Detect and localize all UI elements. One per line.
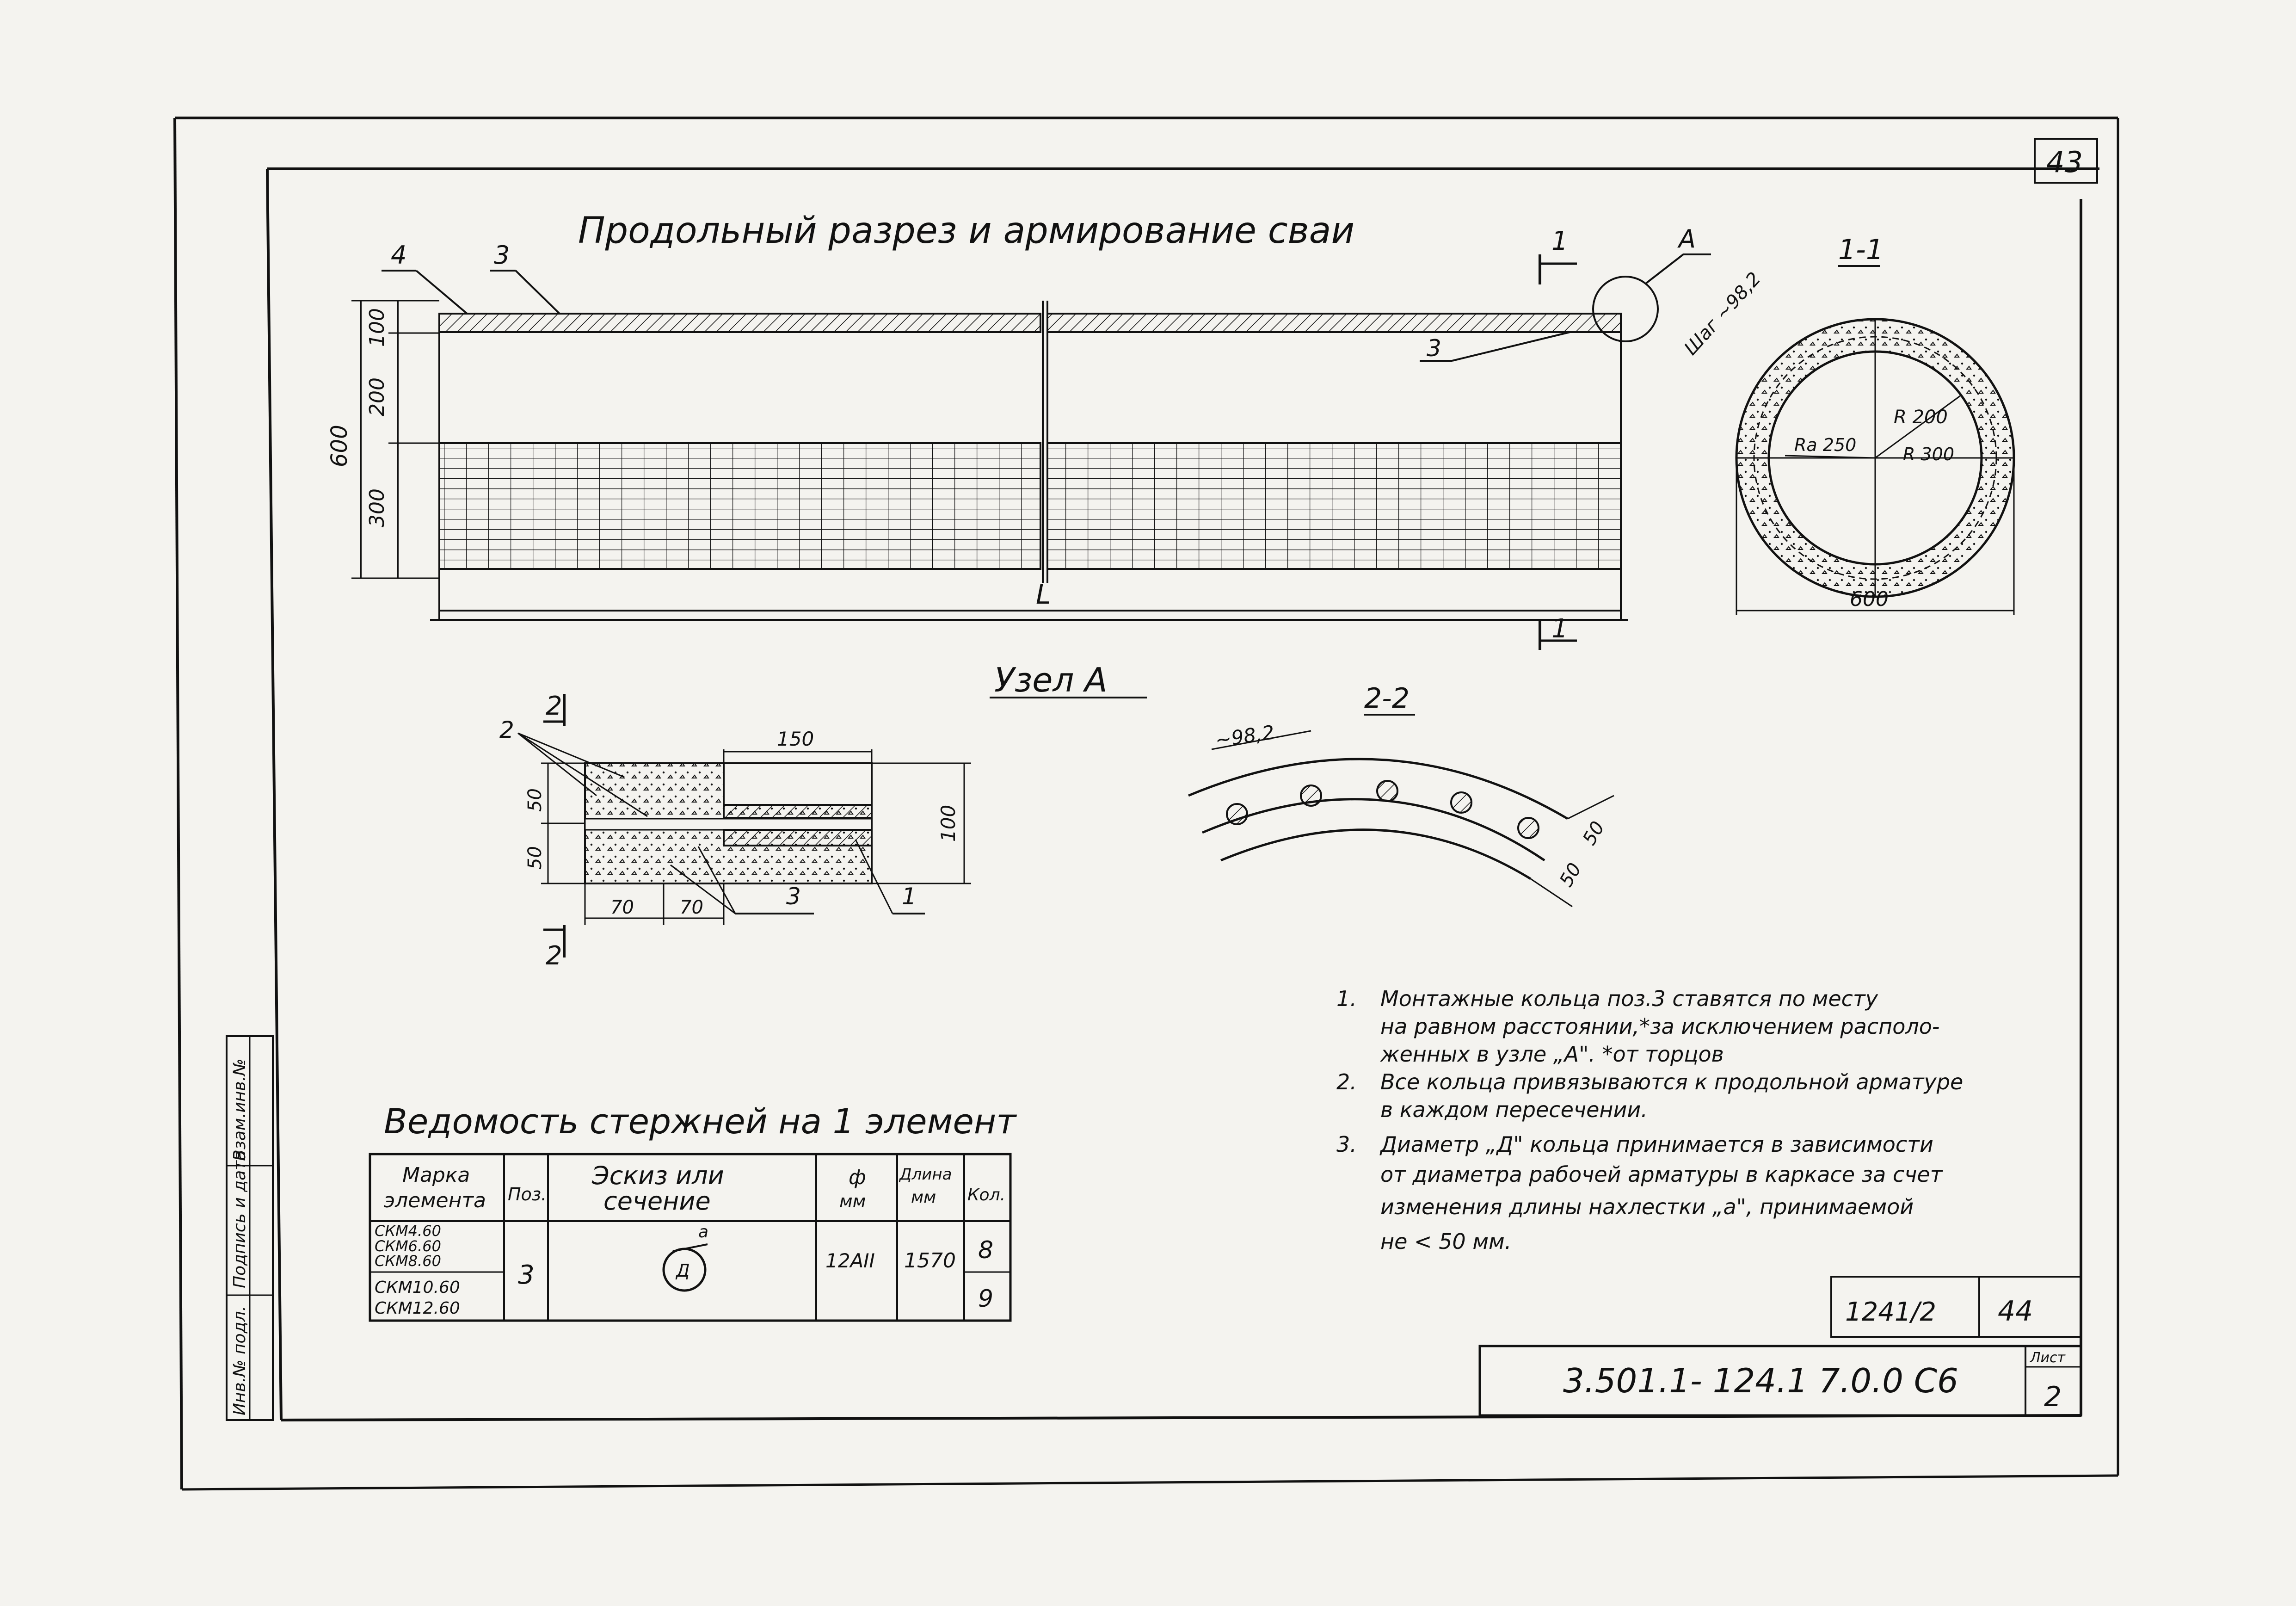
th-sketch-2: сечение (603, 1186, 711, 1216)
mark-1: СКМ4.60 (375, 1222, 441, 1240)
title-block: 1241/2 44 3.501.1- 124.1 7.0.0 С6 Лист 2 (1478, 1276, 2082, 1417)
dim-98-2: ~98,2 (1214, 721, 1276, 751)
cell-qty-1: 8 (978, 1236, 993, 1264)
th-pos: Поз. (508, 1184, 547, 1204)
dim-600: 600 (326, 425, 352, 467)
note-line-3: женных в узле „А". *от торцов (1380, 1042, 1724, 1067)
note-line-9: не < 50 мм. (1380, 1229, 1511, 1254)
stamp-inv: Инв.№ подл. (230, 1306, 249, 1415)
dim-100: 100 (365, 308, 389, 347)
section-1-1-title: 1-1 (1838, 234, 1884, 266)
label-Ra250: Ra 250 (1794, 435, 1856, 455)
dim-300: 300 (365, 488, 389, 527)
section-mark-bottom: 1 (1551, 614, 1568, 644)
outer-frame (173, 117, 2119, 1491)
rods-table: Ведомость стержней на 1 элемент Марка эл… (369, 1102, 1017, 1322)
section-2-2: 2-2 ~98,2 50 50 (1188, 682, 1614, 908)
note-line-6: 3.Диаметр „Д" кольца принимается в завис… (1336, 1132, 1933, 1157)
note-line-7: от диаметра рабочей арматуры в каркасе з… (1380, 1162, 1943, 1187)
stamp-signature: Подпись и дата (230, 1150, 249, 1288)
sketch-label-a: а (698, 1223, 708, 1242)
dim-50-b: 50 (1556, 859, 1586, 890)
node-a: Узел А 150 100 50 50 70 70 2 2 2 (499, 661, 1147, 971)
dim-70-left: 70 (610, 897, 634, 918)
title-page-top: 44 (1998, 1295, 2033, 1328)
dim-600-section: 600 (1850, 587, 1889, 611)
dim-50-bottom: 50 (524, 846, 546, 870)
label-R200: R 200 (1894, 407, 1948, 428)
callout-3-inner: 3 (1427, 335, 1441, 362)
th-length-1: Длина (899, 1165, 952, 1184)
callout-3-node: 3 (786, 883, 801, 910)
cell-length: 1570 (904, 1249, 956, 1272)
callout-2: 2 (499, 717, 514, 743)
note-line-5: в каждом пересечении. (1380, 1097, 1648, 1122)
sheet-number: 2 (2044, 1381, 2062, 1413)
cell-phi: 12АII (825, 1249, 875, 1272)
section-mark-2-bottom: 2 (546, 941, 562, 971)
cell-pos: 3 (518, 1260, 535, 1290)
notes: 1.Монтажные кольца поз.3 ставятся по мес… (1336, 986, 1963, 1254)
label-spacing: Шаг ~98,2 (1680, 268, 1765, 359)
th-phi-2: мм (839, 1191, 866, 1211)
side-stamp: Инв.№ подл. Подпись и дата Взам.инв.№ (226, 1035, 274, 1421)
label-R300: R 300 (1903, 444, 1954, 464)
title-number-top: 1241/2 (1845, 1297, 1936, 1327)
table-title: Ведомость стержней на 1 элемент (384, 1102, 1017, 1142)
note-line-4: 2.Все кольца привязываются к продольной … (1336, 1069, 1963, 1094)
sheet-label: Лист (2030, 1350, 2066, 1366)
callout-4: 4 (391, 241, 406, 270)
node-a-mark: А (1677, 224, 1696, 253)
dim-50-a: 50 (1579, 818, 1609, 849)
dim-70-right: 70 (680, 897, 703, 918)
note-line-2: на равном расстоянии,*за исключением рас… (1380, 1014, 1939, 1039)
designation: 3.501.1- 124.1 7.0.0 С6 (1563, 1361, 1958, 1400)
th-mark-1: Марка (402, 1163, 470, 1187)
dim-150: 150 (777, 728, 814, 750)
mark-3: СКМ8.60 (375, 1252, 441, 1270)
dim-200: 200 (365, 377, 389, 416)
sketch-label-d: Д (675, 1260, 690, 1281)
page-number-box: 43 (2034, 138, 2098, 184)
th-sketch-1: Эскиз или (591, 1161, 724, 1190)
dim-50-top: 50 (524, 788, 546, 812)
section-mark-top: 1 (1551, 226, 1568, 256)
stamp-replace: Взам.инв.№ (230, 1058, 249, 1161)
section-1-1: 1-1 R 200 R 300 Ra 250 Шаг ~98,2 600 (1680, 234, 2015, 615)
dim-L: L (1036, 579, 1051, 610)
section-mark-2-top: 2 (546, 691, 562, 721)
long-section: L 100 200 300 600 4 3 3 1 1 А (326, 224, 1711, 650)
callout-3-top: 3 (494, 241, 510, 270)
mark-4: СКМ10.60 (375, 1278, 460, 1297)
th-phi-1: ф (849, 1166, 866, 1189)
th-length-2: мм (911, 1188, 936, 1207)
mark-5: СКМ12.60 (375, 1299, 460, 1318)
page-corner-number: 43 (2046, 145, 2083, 179)
node-a-title: Узел А (994, 661, 1108, 699)
mark-2: СКМ6.60 (375, 1237, 441, 1255)
cell-qty-2: 9 (978, 1285, 993, 1313)
note-line-1: 1.Монтажные кольца поз.3 ставятся по мес… (1336, 986, 1878, 1011)
dim-100-node: 100 (937, 805, 960, 842)
main-title: Продольный разрез и армирование сваи (578, 210, 1354, 252)
note-line-8: изменения длины нахлестки „а", принимаем… (1380, 1194, 1914, 1219)
th-mark-2: элемента (384, 1189, 486, 1212)
th-qty: Кол. (967, 1186, 1005, 1204)
section-2-2-title: 2-2 (1364, 682, 1410, 715)
callout-1-node: 1 (902, 883, 917, 910)
